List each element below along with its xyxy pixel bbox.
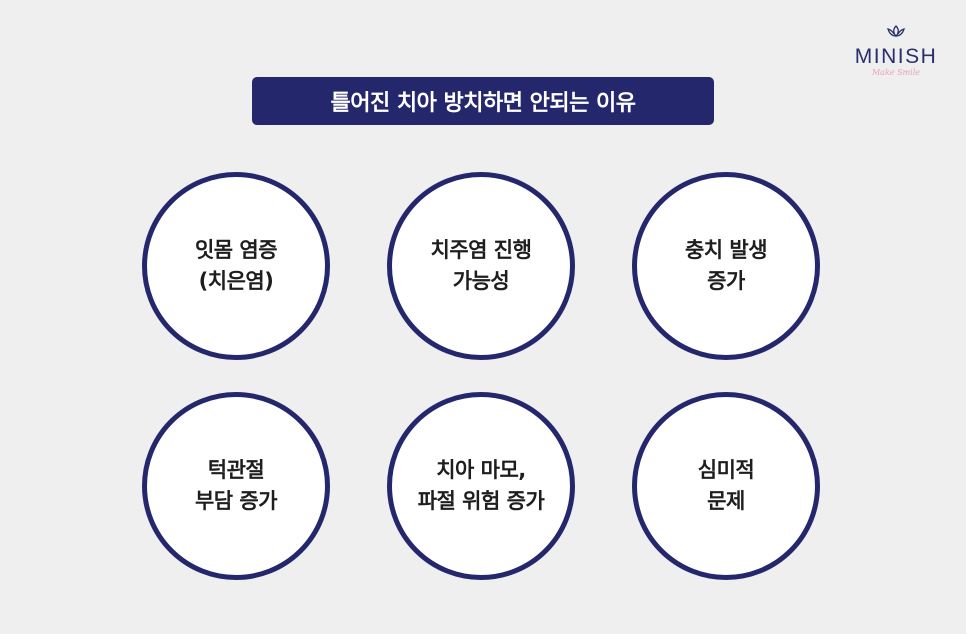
reason-circle-cavities: 충치 발생 증가: [632, 172, 820, 360]
page-title: 틀어진 치아 방치하면 안되는 이유: [330, 91, 637, 116]
title-banner: 틀어진 치아 방치하면 안되는 이유: [252, 77, 714, 125]
reason-line-2: 증가: [707, 269, 745, 293]
minish-logo: MINISH Make Smile: [848, 24, 944, 78]
tulip-icon: [887, 25, 905, 37]
reason-circle-periodontitis: 치주염 진행 가능성: [387, 172, 575, 360]
reason-line-2: 파절 위험 증가: [417, 489, 545, 513]
reason-line-1: 심미적: [697, 458, 755, 482]
reason-line-1: 충치 발생: [684, 238, 768, 262]
reason-line-2: 부담 증가: [194, 489, 278, 513]
reason-line-2: (치은염): [198, 269, 274, 293]
reason-line-2: 문제: [707, 489, 745, 513]
reason-line-1: 치주염 진행: [430, 238, 532, 262]
reason-line-1: 잇몸 염증: [194, 238, 278, 262]
reason-line-1: 턱관절: [207, 458, 265, 482]
logo-brand-text: MINISH: [854, 45, 938, 68]
reason-line-1: 치아 마모,: [436, 458, 526, 482]
logo-tagline: Make Smile: [871, 68, 920, 77]
reason-circle-jaw-joint: 턱관절 부담 증가: [142, 392, 330, 580]
reason-line-2: 가능성: [452, 269, 510, 293]
reason-circle-aesthetics: 심미적 문제: [632, 392, 820, 580]
reason-circle-gum-inflammation: 잇몸 염증 (치은염): [142, 172, 330, 360]
reason-circle-tooth-wear: 치아 마모, 파절 위험 증가: [387, 392, 575, 580]
